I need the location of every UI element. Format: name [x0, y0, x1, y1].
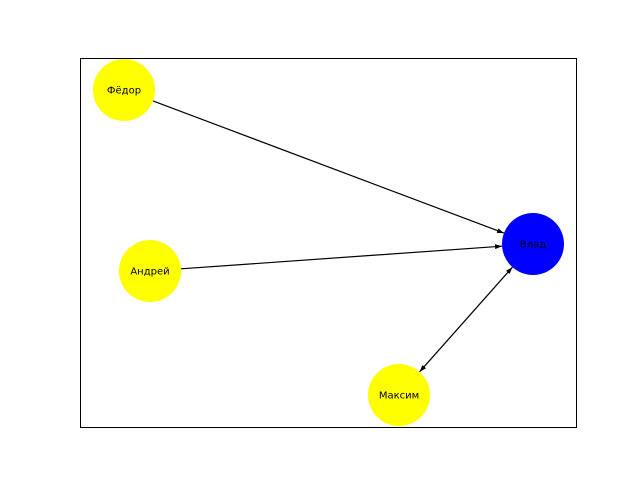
node-maksim-circle — [368, 364, 430, 426]
node-maksim: Максим — [368, 364, 430, 426]
node-fedor-label: Фёдор — [107, 86, 141, 97]
node-andrey-label: Андрей — [130, 267, 169, 278]
edge-maksim-vlad — [419, 266, 513, 373]
node-andrey: Андрей — [119, 240, 181, 302]
node-fedor: Фёдор — [93, 59, 155, 121]
edges-layer — [152, 100, 513, 373]
edge-fedor-vlad — [152, 100, 505, 234]
node-vlad: Влад — [502, 213, 564, 275]
node-vlad-circle — [502, 213, 564, 275]
edge-andrey-vlad — [180, 244, 503, 270]
node-andrey-circle — [119, 240, 181, 302]
node-vlad-label: Влад — [520, 240, 546, 251]
node-fedor-circle — [93, 59, 155, 121]
node-maksim-label: Максим — [379, 391, 419, 402]
plot-frame — [80, 58, 577, 428]
